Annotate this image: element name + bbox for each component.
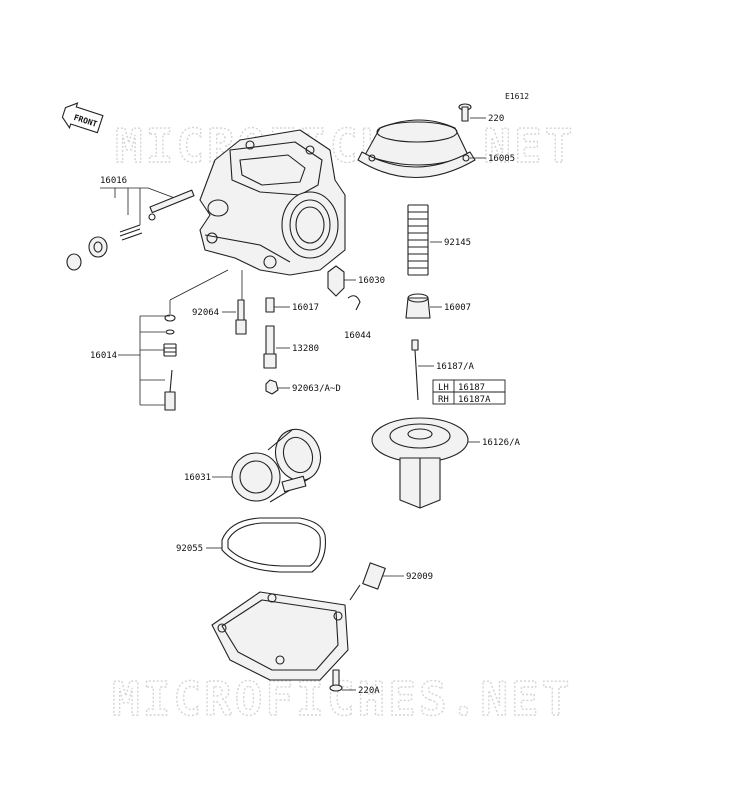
callout-16016: 16016 [100, 176, 127, 186]
o-ring-icon [164, 314, 176, 322]
table-part-lh: 16187 [458, 383, 485, 393]
needle-holder-16007 [405, 293, 431, 319]
callout-16044: 16044 [344, 331, 371, 341]
callout-92009: 92009 [406, 572, 433, 582]
screw-220a [329, 669, 343, 692]
needle-jet-13280 [263, 325, 277, 369]
callout-16031: 16031 [184, 473, 211, 483]
carburetor-body [199, 129, 346, 276]
callout-92145: 92145 [444, 238, 471, 248]
callout-92064: 92064 [192, 308, 219, 318]
callout-16030: 16030 [358, 276, 385, 286]
callout-16126: 16126/A [482, 438, 521, 448]
callout-16007: 16007 [444, 303, 471, 313]
idle-screw-assembly [163, 329, 177, 411]
jet-16017 [265, 297, 275, 313]
watermark-bottom: MICROFICHES.NET [112, 672, 572, 726]
drain-screw-92009 [349, 562, 386, 601]
front-arrow-icon: FRONT [61, 102, 104, 134]
callout-13280: 13280 [292, 344, 319, 354]
top-cover-16005 [357, 119, 476, 179]
callout-16017: 16017 [292, 303, 319, 313]
float-bowl [211, 591, 349, 681]
callout-16187: 16187/A [436, 362, 475, 372]
table-side-rh: RH [438, 395, 449, 405]
screw-220 [458, 103, 472, 122]
table-part-rh: 16187A [458, 395, 491, 405]
diagram-code: E1612 [505, 92, 529, 101]
pilot-screw-assembly [66, 189, 195, 271]
side-variant-table: LH 16187 RH 16187A [432, 379, 506, 405]
jet-92064 [235, 299, 247, 335]
callout-92055: 92055 [176, 544, 203, 554]
callout-220: 220 [488, 114, 504, 124]
gasket-92055 [221, 517, 327, 573]
watermark-top: MICROFICHES.NET [115, 119, 575, 173]
callout-220a: 220A [358, 686, 380, 696]
chamber-16031 [231, 428, 322, 503]
diaphragm-16126 [371, 417, 469, 509]
callout-92063: 92063/A~D [292, 384, 341, 394]
main-jet-92063 [265, 379, 279, 395]
spring-92145 [407, 204, 429, 276]
table-side-lh: LH [438, 383, 449, 393]
jet-needle-16187 [411, 339, 419, 401]
callout-16005: 16005 [488, 154, 515, 164]
float-needle-16030 [327, 265, 345, 297]
callout-16014: 16014 [90, 351, 117, 361]
clip-16044 [347, 295, 361, 311]
